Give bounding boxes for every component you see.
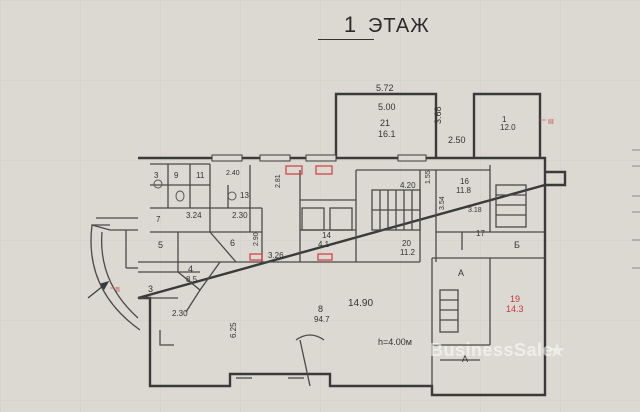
room-8-area: 94.7 <box>314 315 330 324</box>
dim-top-side: 3.68 <box>433 106 443 124</box>
dim-top-inner: 5.00 <box>378 102 396 112</box>
room-1-number: 1 <box>502 115 507 124</box>
room-4-number: 4 <box>188 264 193 274</box>
dim-1490: 14.90 <box>348 298 373 309</box>
axis-mark-ii: II <box>116 287 120 294</box>
dim-420: 4.20 <box>400 181 416 190</box>
room-14-number: 14 <box>322 231 331 240</box>
floor-label: ЭТАЖ <box>368 15 430 37</box>
room-21-area: 16.1 <box>378 129 396 139</box>
dim-230a: 2.30 <box>232 211 248 220</box>
room-21-number: 21 <box>380 118 390 128</box>
room-6-label: 6 <box>230 238 235 248</box>
room-a2-label: А <box>462 354 468 364</box>
dim-354: 3.54 <box>439 196 446 210</box>
dim-155: 1.55 <box>425 170 432 184</box>
floor-number-underline <box>318 39 374 40</box>
room-16-number: 16 <box>460 177 469 186</box>
dim-230b: 2.30 <box>172 309 188 318</box>
dim-240: 2.40 <box>226 170 240 177</box>
room-17-label: 17 <box>476 229 485 238</box>
room-9-label: 9 <box>174 171 179 180</box>
dim-290: 2.90 <box>253 232 260 246</box>
room-5-label: 5 <box>158 240 163 250</box>
room-20-number: 20 <box>402 239 411 248</box>
room-7-label: 7 <box>156 215 161 224</box>
dim-height: h=4.00м <box>378 337 412 347</box>
room-a-label: А <box>458 268 464 278</box>
watermark: BusinessSale <box>430 340 554 360</box>
dim-318: 3.18 <box>468 207 482 214</box>
room-19-area: 14.3 <box>506 304 524 314</box>
room-11-label: 11 <box>196 171 205 180</box>
watermark-star-icon: ★ <box>548 340 566 362</box>
dim-top-gap: 2.50 <box>448 135 466 145</box>
dim-top-width: 5.72 <box>376 83 394 93</box>
room-b-label: Б <box>514 240 520 250</box>
dim-625: 6.25 <box>229 322 238 338</box>
room-14-area: 4.1 <box>318 240 330 249</box>
room-3-label: 3 <box>154 171 159 180</box>
axis-mark-iii: III <box>548 119 554 126</box>
room-13-label: 13 <box>240 191 249 200</box>
floor-number: 1 <box>343 12 357 37</box>
room-8-number: 8 <box>318 304 323 314</box>
dim-326: 3.26 <box>268 251 284 260</box>
room-20-area: 11.2 <box>400 248 416 257</box>
room-16-area: 11.8 <box>456 186 472 195</box>
dim-281: 2.81 <box>275 174 282 188</box>
dim-324: 3.24 <box>186 211 202 220</box>
room-19-number: 19 <box>510 294 520 304</box>
floor-title: 1 ЭТАЖ <box>312 10 442 40</box>
room-1-area: 12.0 <box>500 123 516 132</box>
room-3b-label: 3 <box>148 284 153 294</box>
room-4-area: 8.5 <box>186 275 198 284</box>
